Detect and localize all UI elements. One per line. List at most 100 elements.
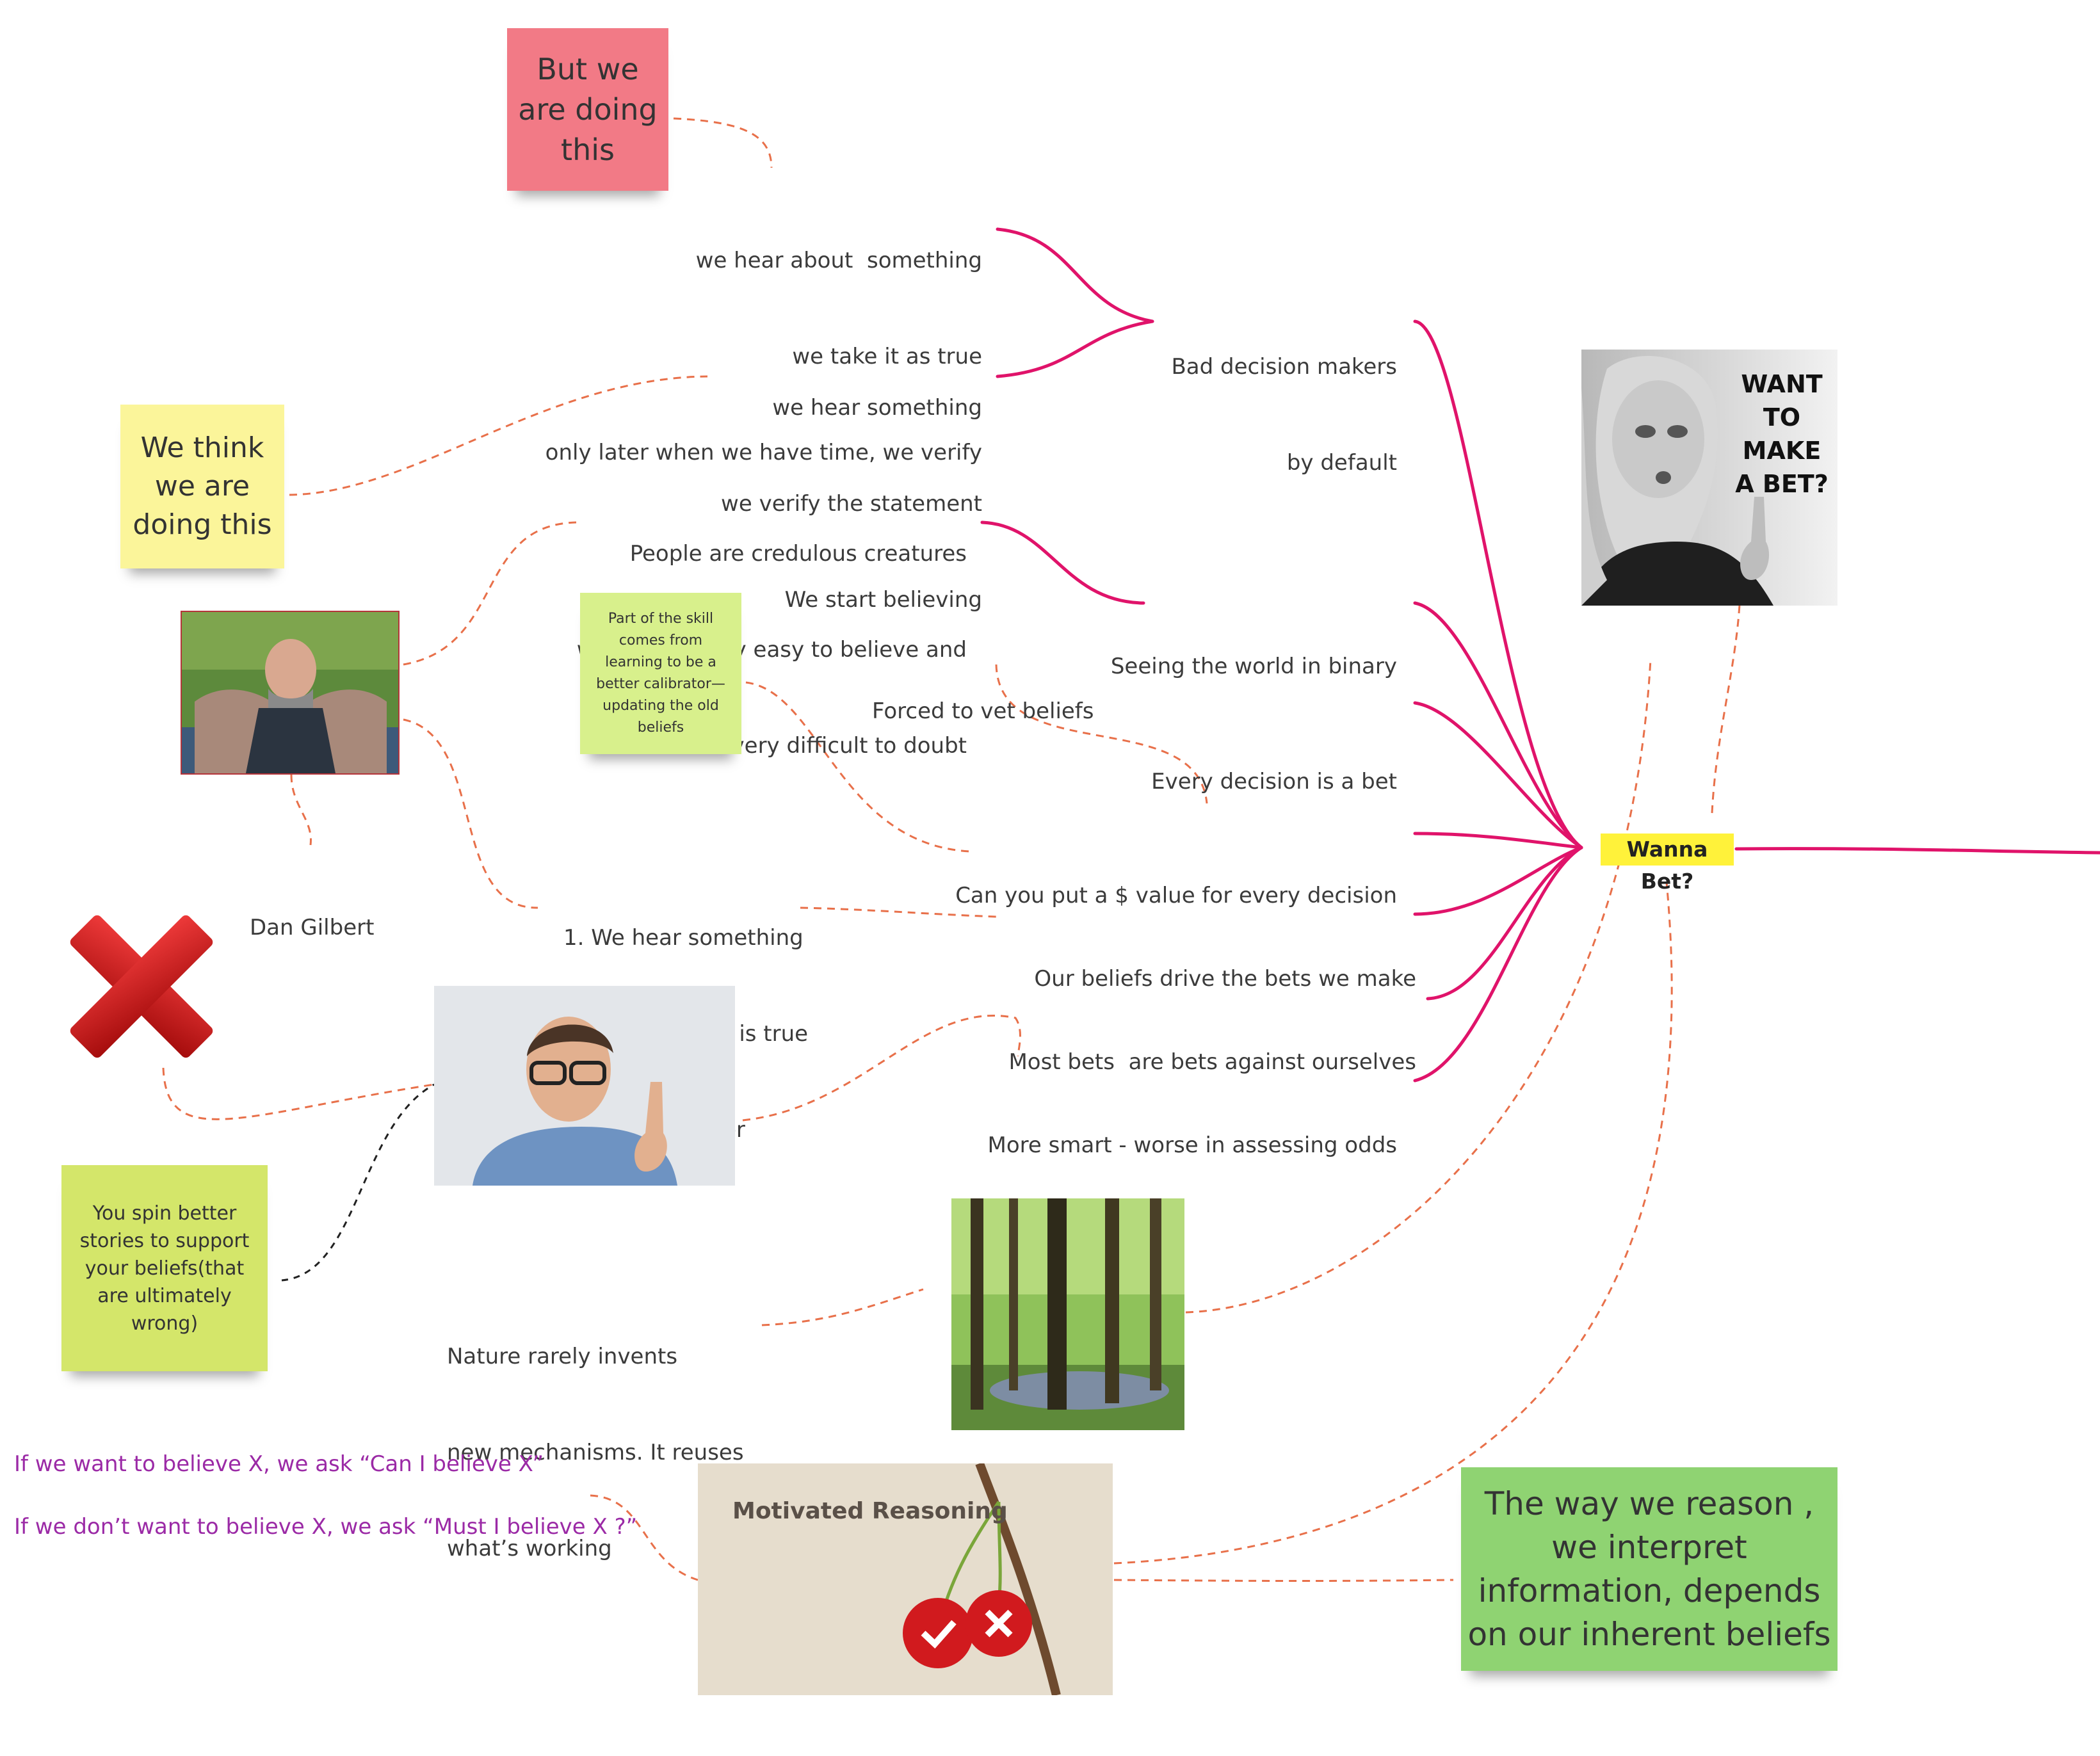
- branch-line-bad-decision: [1413, 319, 1583, 850]
- sticky-text: We think we are doing this: [133, 429, 271, 544]
- want-to-believe-text[interactable]: If we want to believe X, we ask “Can I b…: [14, 1451, 544, 1477]
- branch-line-out: [1734, 847, 2100, 855]
- link-gilbert-steps: [403, 718, 538, 909]
- sub-text-line: We start believing: [784, 587, 982, 613]
- sticky-line: Part of the skill: [608, 611, 714, 627]
- link-steps-beliefs: [800, 906, 997, 918]
- forest-photo[interactable]: [951, 1198, 1184, 1430]
- sticky-we-think-we-are-doing-this[interactable]: We think we are doing this: [120, 405, 284, 568]
- sticky-line: stories to support: [79, 1229, 250, 1252]
- sticky-line: this: [561, 132, 615, 167]
- sub-text-line: we take it as true: [792, 344, 982, 369]
- link-calibrator: [745, 681, 971, 853]
- sub-text-line: we verify the statement: [721, 491, 982, 517]
- caption-line: BET?: [1762, 470, 1829, 498]
- link-cross-bald: [162, 1067, 435, 1120]
- branch-every-decision[interactable]: Every decision is a bet: [1151, 702, 1397, 862]
- sub-text-line: only later when we have time, we verify: [545, 440, 982, 465]
- sub-text-line: Forced to vet beliefs: [872, 698, 1094, 724]
- sub-line-ideal: [996, 319, 1154, 378]
- sticky-line: But we: [537, 51, 639, 86]
- link-motivated-reason: [1113, 1579, 1454, 1582]
- sticky-line: are ultimately: [97, 1284, 232, 1307]
- branch-bad-decision-makers[interactable]: Bad decision makers by default: [1171, 287, 1397, 543]
- branch-bets-against[interactable]: Most bets are bets against ourselves: [1008, 982, 1416, 1142]
- want-to-bet-caption: WANT TO MAKE A BET?: [1734, 367, 1830, 501]
- sub-text-line: new mechanisms. It reuses: [447, 1440, 744, 1465]
- sticky-line: on our inherent beliefs: [1467, 1616, 1831, 1653]
- dont-want-to-believe-text[interactable]: If we don’t want to believe X, we ask “M…: [14, 1514, 638, 1540]
- link-motivated-center: [1113, 882, 1673, 1565]
- sticky-line: better calibrator—: [596, 676, 725, 692]
- branch-text-line: Most bets are bets against ourselves: [1008, 1049, 1416, 1075]
- branch-text-line: by default: [1286, 450, 1397, 476]
- sticky-line: You spin better: [92, 1202, 237, 1225]
- cherries-illustration: [698, 1463, 1113, 1695]
- ideal-process-text[interactable]: we hear something we verify the statemen…: [721, 328, 982, 680]
- sub-text-line: Dan Gilbert: [250, 915, 375, 940]
- branch-dollar-value[interactable]: Can you put a $ value for every decision: [955, 816, 1397, 976]
- sub-line-actual: [996, 227, 1154, 323]
- branch-seeing-binary[interactable]: Seeing the world in binary: [1111, 586, 1397, 746]
- want-to-bet-image[interactable]: WANT TO MAKE A BET?: [1581, 350, 1838, 606]
- link-nature-forest: [761, 1288, 924, 1326]
- branch-line-bets-against: [1426, 846, 1583, 1001]
- branch-text-line: Can you put a $ value for every decision: [955, 883, 1397, 908]
- sub-text-line: People are credulous creatures: [629, 541, 967, 567]
- link-we-think: [289, 375, 708, 496]
- branch-text-line: Bad decision makers: [1171, 354, 1397, 380]
- link-forced-vet: [995, 664, 1208, 804]
- branch-text-line: More smart - worse in assessing odds: [987, 1132, 1397, 1158]
- link-center-wanttobet: [1711, 604, 1741, 814]
- branch-more-smart[interactable]: More smart - worse in assessing odds: [988, 1065, 1397, 1225]
- red-x-graphic: [70, 915, 213, 1058]
- branch-beliefs-drive[interactable]: Our beliefs drive the bets we make: [1034, 899, 1416, 1059]
- man-with-glasses-illustration: [434, 986, 735, 1186]
- sticky-line: we are: [154, 470, 250, 503]
- sticky-text: You spin better stories to support your …: [80, 1200, 250, 1337]
- caption-line: A: [1735, 470, 1754, 498]
- link-purple-motivated: [590, 1494, 699, 1581]
- caption-line: Reasoning: [871, 1498, 1008, 1524]
- branch-text-line: Our beliefs drive the bets we make: [1034, 966, 1416, 992]
- sub-text-line: what’s working: [447, 1536, 612, 1561]
- woman-portrait-illustration: [1581, 350, 1838, 606]
- branch-line-dollar: [1413, 832, 1583, 850]
- sticky-line: updating the old: [602, 698, 719, 714]
- sticky-calibrator[interactable]: Part of the skill comes from learning to…: [580, 593, 741, 754]
- caption-line: MAKE: [1742, 437, 1821, 465]
- link-gilbert-caption: [290, 774, 312, 846]
- cross-small-icon: [985, 1609, 1013, 1638]
- smart-man-photo[interactable]: [434, 986, 735, 1186]
- branch-line-every-decision: [1413, 701, 1583, 850]
- dan-gilbert-photo[interactable]: [181, 611, 400, 775]
- branch-line-binary: [1413, 601, 1583, 850]
- branch-line-beliefs-drive: [1413, 846, 1583, 916]
- sticky-text: But we are doing this: [518, 49, 658, 170]
- list-item: 1. We hear something: [563, 925, 804, 951]
- nature-text[interactable]: Nature rarely invents new mechanisms. It…: [447, 1277, 744, 1629]
- actual-process-text[interactable]: we hear about something we take it as tr…: [545, 181, 982, 533]
- sticky-way-we-reason[interactable]: The way we reason , we interpret informa…: [1461, 1467, 1838, 1671]
- branch-line-more-smart: [1413, 846, 1583, 1083]
- man-on-bench-illustration: [182, 612, 398, 773]
- sticky-text: The way we reason , we interpret informa…: [1467, 1482, 1830, 1656]
- center-node[interactable]: Wanna Bet?: [1601, 834, 1734, 894]
- check-icon: [921, 1620, 957, 1649]
- sticky-text: Part of the skill comes from learning to…: [596, 608, 725, 739]
- cross-icon: [67, 912, 216, 1061]
- sticky-spin-better-stories[interactable]: You spin better stories to support your …: [61, 1165, 268, 1371]
- link-bald-moresmart: [742, 1014, 1021, 1122]
- motivated-reasoning-caption: Motivated Reasoning: [732, 1497, 1008, 1526]
- sub-text-line: we hear something: [772, 395, 982, 421]
- sticky-line: we interpret: [1551, 1529, 1747, 1566]
- motivated-reasoning-image[interactable]: Motivated Reasoning: [698, 1463, 1113, 1695]
- forced-to-vet-text[interactable]: Forced to vet beliefs: [872, 631, 1094, 791]
- sticky-but-we-are-doing-this[interactable]: But we are doing this: [507, 28, 668, 191]
- branch-text-line: Seeing the world in binary: [1110, 654, 1397, 679]
- sticky-line: We think: [140, 431, 264, 464]
- dan-gilbert-caption[interactable]: Dan Gilbert: [250, 848, 374, 1008]
- sticky-line: beliefs: [637, 720, 684, 736]
- branch-text-line: Every decision is a bet: [1151, 769, 1397, 794]
